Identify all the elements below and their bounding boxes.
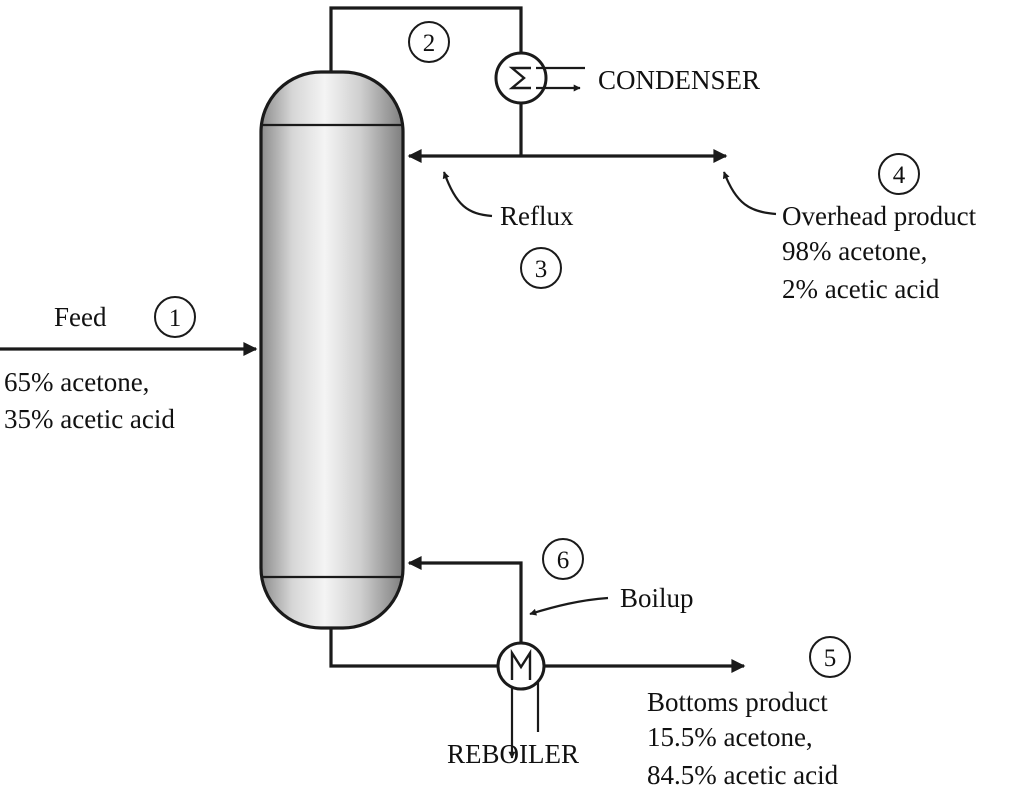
overhead-pointer [722, 171, 777, 216]
overhead-composition-line-2: 2% acetic acid [782, 274, 940, 304]
stream-number-6: 6 [542, 538, 584, 580]
bottoms-composition-line-2: 84.5% acetic acid [647, 760, 839, 790]
condenser-coil-icon [508, 66, 531, 90]
bottoms-composition-line-1: 15.5% acetone, [647, 722, 813, 752]
bottoms-line [329, 627, 498, 668]
reboiler-coil-icon [510, 648, 532, 680]
svg-text:5: 5 [824, 645, 837, 672]
bottoms-product-label: Bottoms product [647, 687, 828, 717]
boilup-pointer [529, 596, 609, 616]
feed-composition-line-2: 35% acetic acid [4, 404, 175, 434]
stream-number-5: 5 [809, 636, 851, 678]
overhead-vapor-line [329, 6, 523, 73]
stream-number-2: 2 [408, 21, 450, 63]
svg-text:4: 4 [893, 162, 906, 189]
reflux-pointer [442, 171, 493, 218]
condenser [494, 51, 585, 105]
overhead-product-label: Overhead product [782, 201, 977, 231]
boilup-label: Boilup [620, 583, 694, 613]
reflux-label: Reflux [500, 201, 574, 231]
condenser-label: CONDENSER [598, 65, 760, 95]
reboiler [496, 641, 546, 759]
stream-number-3: 3 [520, 247, 562, 289]
svg-text:6: 6 [557, 547, 570, 574]
svg-text:3: 3 [535, 256, 548, 283]
svg-text:1: 1 [169, 305, 182, 332]
overhead-composition-line-1: 98% acetone, [782, 236, 927, 266]
stream-number-1: 1 [154, 296, 196, 338]
distillation-column [259, 70, 405, 630]
feed-composition-line-1: 65% acetone, [4, 367, 149, 397]
stream-number-4: 4 [878, 153, 920, 195]
reboiler-label: REBOILER [447, 739, 579, 769]
boilup-line [407, 556, 523, 643]
feed-label: Feed [54, 302, 107, 332]
svg-text:2: 2 [423, 30, 436, 57]
